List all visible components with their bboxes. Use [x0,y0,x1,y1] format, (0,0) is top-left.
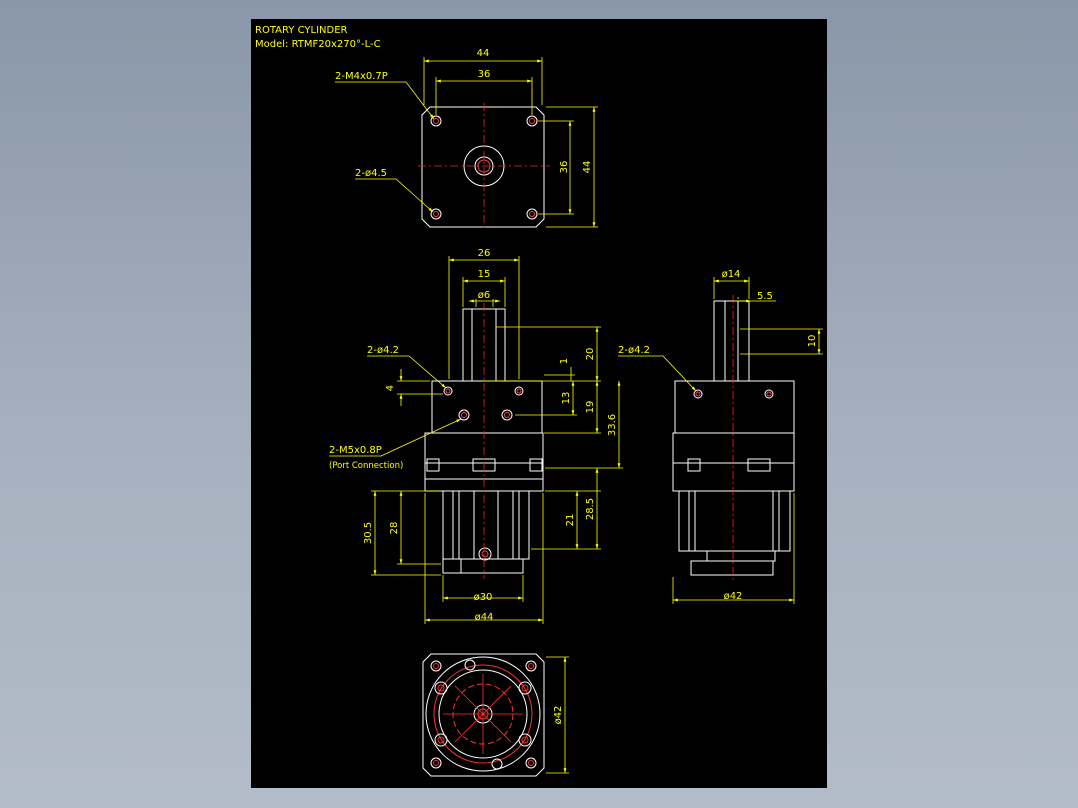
front-dim-13: 13 [561,392,572,405]
side-dim-d14: ø14 [722,269,741,280]
front-bottom-fitting [478,547,492,561]
side-dim-10: 10 [807,335,818,348]
front-hole-right [514,386,524,396]
bottom-inner-ring [438,669,528,759]
front-dim-28: 28 [389,522,400,535]
top-view-hole-tl-inner [433,118,439,124]
top-view-hole-br-inner [529,211,535,217]
side-upper-body [674,380,795,434]
front-dim-19: 19 [585,401,596,414]
front-hole-left [443,386,453,396]
top-view-centerlines [418,103,550,231]
side-view-outline [672,300,795,576]
front-dim-30-5: 30.5 [363,522,374,544]
front-hole-right-inner [516,388,522,394]
side-hole-right [764,389,774,399]
bottom-dim-d42: ø42 [553,706,564,725]
front-hole-left-inner [445,388,451,394]
top-view-dimensions [335,57,598,228]
front-dim-15: 15 [478,269,491,280]
front-dim-28-5: 28.5 [585,498,596,520]
front-label-hole: 2-ø4.2 [367,345,399,356]
front-view-dimensions [329,256,623,624]
side-view-dimensions [618,277,823,604]
front-lower-body [442,490,530,560]
side-view: ø14 5.5 10 ø42 2-ø4.2 [618,269,823,604]
side-dim-d42: ø42 [724,591,743,602]
side-hole-right-inner [766,391,772,397]
front-dim-4: 4 [385,385,396,391]
front-dim-1: 1 [559,358,570,364]
drawing-sheet: ROTARY CYLINDER Model: RTMF20x270°-L-C [251,19,827,788]
front-label-port-note: (Port Connection) [329,461,403,471]
top-dim-width: 44 [477,48,490,59]
bottom-radials [443,674,523,754]
front-base [442,558,524,574]
top-view-hole-br [526,208,538,220]
front-port-right-inner [504,412,510,418]
front-view: 26 15 ø6 20 1 4 13 19 33.6 21 28.5 30.5 … [329,248,623,624]
title-line-1: ROTARY CYLINDER [255,25,348,36]
top-label-thread: 2-M4x0.7P [335,71,388,82]
front-port-left [458,409,470,421]
front-dim-d44: ø44 [475,612,494,623]
top-view-hole-tr [526,115,538,127]
title-line-2: Model: RTMF20x270°-L-C [255,39,381,50]
front-port-left-inner [461,412,467,418]
top-view-hole-bl [430,208,442,220]
bottom-red-ring [433,664,533,764]
front-label-port: 2-M5x0.8P [329,445,382,456]
side-hole-left [693,389,703,399]
front-port-right [501,409,513,421]
side-base [690,560,774,576]
bottom-view-dimensions [546,656,569,774]
front-bottom-fitting-inner [481,550,489,558]
bottom-outer-ring [425,656,541,772]
top-view-body [421,106,545,228]
bottom-corner-holes-inner [433,663,534,766]
bottom-view-body [422,653,545,777]
top-label-hole: 2-ø4.5 [355,168,387,179]
cad-drawing: ROTARY CYLINDER Model: RTMF20x270°-L-C [255,25,823,777]
front-dim-26: 26 [478,248,491,259]
front-dim-shaft: ø6 [478,290,490,301]
front-dim-21: 21 [565,514,576,527]
bottom-view: ø42 [422,653,569,777]
side-hole-left-inner [695,391,701,397]
top-view-hole-tl [430,115,442,127]
bottom-corner-holes [430,659,537,770]
top-view-hole-tr-inner [529,118,535,124]
top-dim-pitch-x: 36 [478,69,491,80]
side-shaft-housing [713,300,750,382]
top-dim-height: 44 [582,161,593,174]
top-dim-pitch-y: 36 [559,161,570,174]
top-view: 44 36 36 44 2-M4x0.7P 2-ø4.5 [335,48,598,231]
top-view-hole-bl-inner [433,211,439,217]
front-dim-d30: ø30 [474,592,493,603]
side-label-hole: 2-ø4.2 [618,345,650,356]
side-dim-5-5: 5.5 [757,291,773,302]
front-dim-20: 20 [585,348,596,361]
title-block: ROTARY CYLINDER Model: RTMF20x270°-L-C [255,25,381,50]
front-dim-33-6: 33.6 [607,414,618,436]
